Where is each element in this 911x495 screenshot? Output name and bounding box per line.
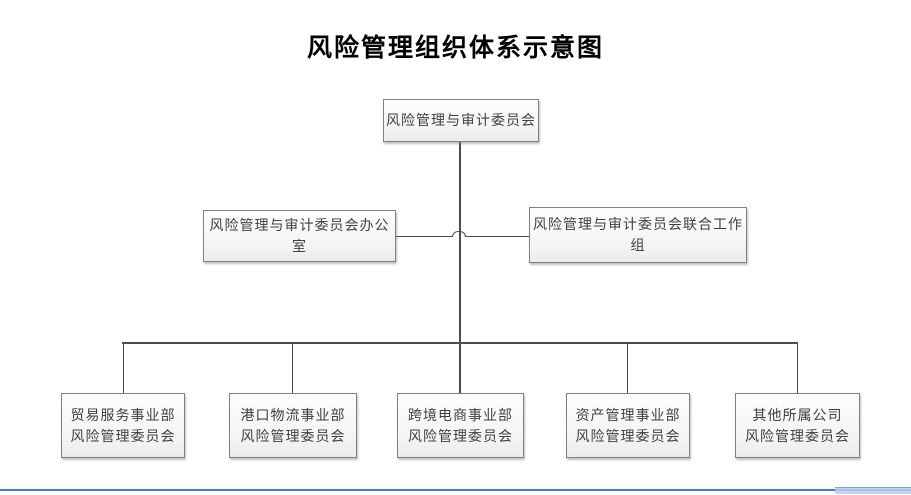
bottom-border-rule	[0, 489, 911, 491]
node-label-line1: 其他所属公司	[752, 406, 843, 423]
node-subsidiary-asset-management: 资产管理事业部 风险管理委员会	[566, 393, 690, 458]
node-label-line1: 贸易服务事业部	[70, 406, 176, 423]
connector-drop-1	[123, 344, 124, 393]
connector-workgroup-horizontal	[466, 236, 529, 237]
node-label-line1: 港口物流事业部	[240, 406, 346, 423]
node-label-line2: 风险管理委员会	[745, 427, 850, 444]
connector-main-vertical	[459, 142, 461, 393]
node-label-line2: 风险管理委员会	[575, 427, 681, 444]
connector-distribution-horizontal	[122, 342, 798, 344]
node-label: 风险管理与审计委员会办公室	[209, 217, 390, 254]
connector-office-horizontal	[396, 236, 453, 237]
node-label-line1: 资产管理事业部	[575, 406, 681, 423]
bottom-rule-highlight-segment	[835, 487, 911, 494]
node-label-line2: 风险管理委员会	[70, 427, 176, 444]
node-label-line2: 风险管理委员会	[408, 427, 513, 444]
node-label-line1: 跨境电商事业部	[408, 406, 513, 423]
connector-drop-2	[292, 344, 293, 393]
node-risk-audit-committee: 风险管理与审计委员会	[383, 99, 539, 142]
node-committee-office: 风险管理与审计委员会办公室	[203, 210, 396, 262]
node-joint-workgroup: 风险管理与审计委员会联合工作组	[529, 207, 747, 263]
diagram-title: 风险管理组织体系示意图	[306, 34, 604, 62]
node-subsidiary-trade-services: 贸易服务事业部 风险管理委员会	[61, 393, 185, 458]
connector-line-hop	[452, 231, 466, 237]
node-label: 风险管理与审计委员会联合工作组	[533, 216, 743, 253]
node-subsidiary-port-logistics: 港口物流事业部 风险管理委员会	[229, 393, 357, 458]
node-label: 风险管理与审计委员会	[386, 112, 536, 128]
node-label-line2: 风险管理委员会	[240, 427, 346, 444]
connector-drop-5	[797, 344, 798, 393]
connector-drop-4	[627, 344, 628, 393]
node-subsidiary-crossborder-ecommerce: 跨境电商事业部 风险管理委员会	[397, 393, 524, 458]
node-subsidiary-other-companies: 其他所属公司 风险管理委员会	[735, 393, 860, 458]
